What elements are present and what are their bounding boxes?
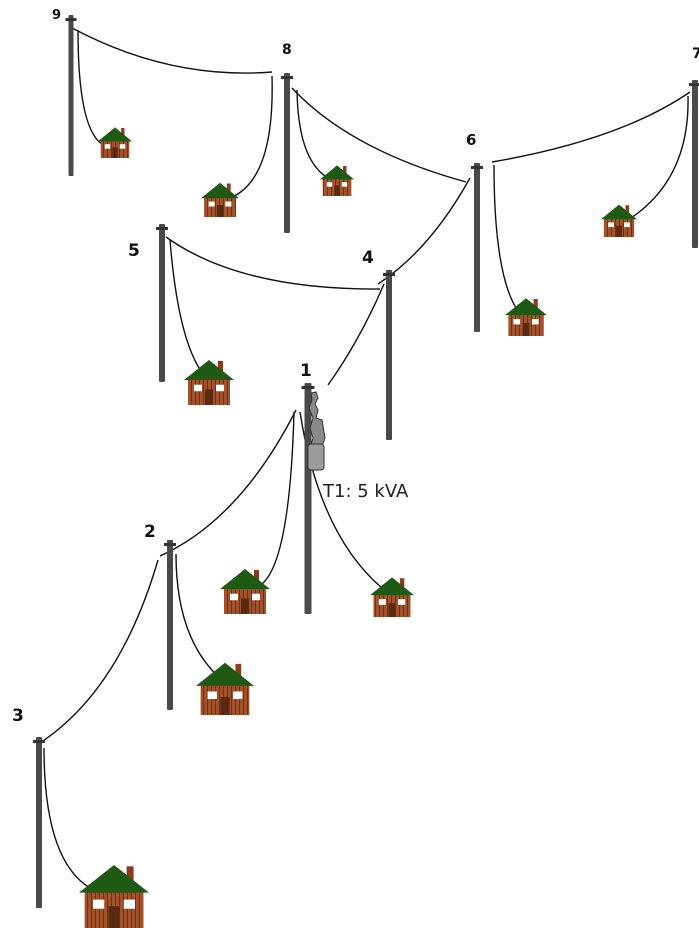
houses <box>79 127 637 928</box>
house-3-icon <box>79 865 149 928</box>
pole-6 <box>471 163 483 332</box>
house-6-icon <box>505 298 547 336</box>
pole-label-4: 4 <box>362 248 374 268</box>
wire-drop-2 <box>175 553 223 681</box>
pole-label-9: 9 <box>52 8 61 23</box>
wire-drop-5 <box>169 239 204 375</box>
pole-label-1: 1 <box>300 361 312 381</box>
wire-drop-3 <box>43 747 91 889</box>
pole-label-3: 3 <box>12 706 24 726</box>
wire-feeder-4-6 <box>377 177 471 285</box>
wire-drop-7 <box>627 95 689 221</box>
pole-7 <box>689 80 699 248</box>
house-5-icon <box>184 360 234 405</box>
pole-label-8: 8 <box>282 42 292 58</box>
wire-feeder-8-6 <box>291 87 467 183</box>
transformer-tank <box>307 443 325 471</box>
labels: 1 2 3 4 5 6 7 8 9 T1: 5 kVA <box>12 8 699 726</box>
wire-feeder-5-4 <box>165 236 381 290</box>
pole-1 <box>301 383 315 614</box>
pole-label-7: 7 <box>692 46 699 62</box>
wire-feeder-9-8 <box>71 27 273 74</box>
wire-drop-1a <box>261 411 295 585</box>
wire-drop-8b <box>296 89 329 179</box>
transformer-label: T1: 5 kVA <box>322 481 409 502</box>
transformer-t1 <box>307 391 326 471</box>
house-8b-icon <box>320 165 354 196</box>
house-1a-icon <box>220 569 270 614</box>
pole-3 <box>33 737 45 908</box>
wire-drop-9 <box>77 29 103 145</box>
pole-label-2: 2 <box>144 522 156 542</box>
pole-label-6: 6 <box>466 131 476 149</box>
wire-drop-6a <box>493 164 521 315</box>
pole-5 <box>156 224 168 382</box>
pole-2 <box>164 540 176 710</box>
wire-feeder-6-7 <box>491 91 691 163</box>
wire-drop-8a <box>229 75 273 199</box>
wire-feeder-1-4 <box>327 283 385 386</box>
wire-feeder-2-3 <box>39 559 159 744</box>
wire-feeder-1-2 <box>159 409 297 557</box>
poles <box>33 15 699 908</box>
pole-4 <box>383 270 395 440</box>
house-2-icon <box>196 662 254 715</box>
pole-8 <box>281 73 293 233</box>
pole-9 <box>65 15 77 176</box>
house-8a-icon <box>201 182 239 217</box>
pole-label-5: 5 <box>128 241 140 261</box>
house-7-icon <box>601 204 637 237</box>
house-1b-icon <box>370 577 414 617</box>
house-9-icon <box>98 127 132 158</box>
service-wires <box>39 27 691 889</box>
